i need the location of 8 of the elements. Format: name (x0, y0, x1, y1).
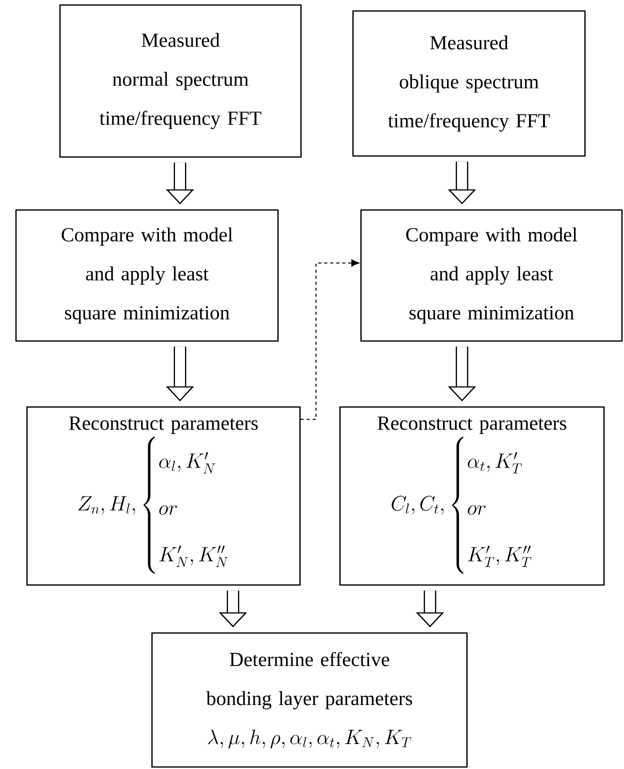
process-box: Measured oblique spectrum time/frequency FFT (352, 10, 586, 157)
process-box: Reconstruct parameters $Z_n, H_l, \begin{cases} \alpha_l, K_N' \\ or \\ K_N', K_N'' \end{cases}$ (26, 406, 301, 586)
process-box: Measured normal spectrum time/frequency FFT (59, 4, 302, 158)
process-box: Reconstruct parameters $C_l, C_t, \begin{cases} \alpha_t, K_T' \\ or \\ K_T', K_T'' \end{cases}$ (339, 406, 605, 586)
dashed-arrow (300, 259, 360, 420)
process-box: Compare with model and apply least square minimization (15, 209, 279, 342)
process-box: Determine effective bonding layer parameters $\lambda, \mu, h, \rho, \alpha_l, \alpha_t, K_N, K_T$ (151, 632, 468, 768)
process-box: Compare with model and apply least square minimization (360, 209, 623, 342)
